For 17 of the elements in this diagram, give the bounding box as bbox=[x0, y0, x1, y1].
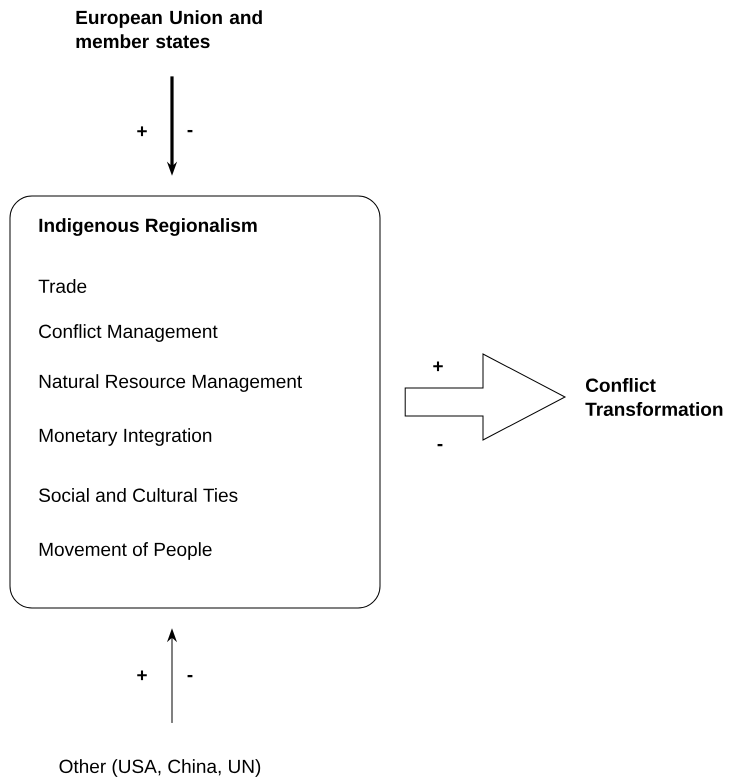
list-item: Monetary Integration bbox=[40, 428, 212, 446]
sign-label: - bbox=[188, 674, 192, 678]
box-heading: Indigenous Regionalism bbox=[39, 218, 257, 236]
sign-label: - bbox=[438, 444, 442, 446]
outcome-text: Conflict Transformation bbox=[585, 378, 722, 416]
sign-label: + bbox=[137, 670, 147, 680]
sign-label: + bbox=[137, 126, 147, 136]
list-item: Natural Resource Management bbox=[40, 374, 302, 392]
sign-label: - bbox=[188, 130, 192, 132]
block-arrow bbox=[404, 353, 566, 441]
list-item: Conflict Management bbox=[39, 324, 218, 342]
list-item: Movement of People bbox=[40, 542, 212, 560]
list-item: Trade bbox=[38, 279, 86, 293]
heading-text: European Union and member states bbox=[76, 10, 262, 48]
source-text: Other (USA, China, UN) bbox=[60, 759, 260, 777]
sign-label: + bbox=[433, 361, 443, 372]
list-item: Social and Cultural Ties bbox=[39, 488, 238, 502]
